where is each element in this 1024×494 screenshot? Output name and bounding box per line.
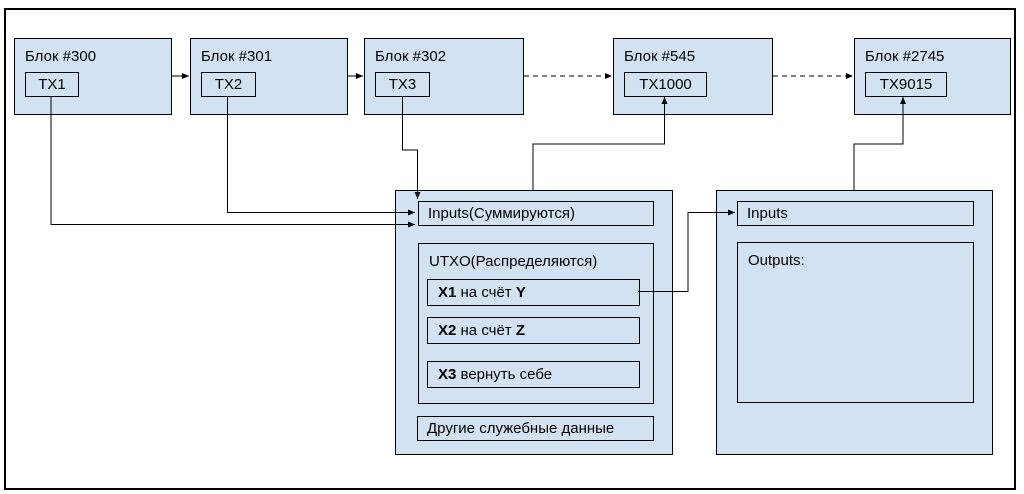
- utxo-amount: X1: [438, 284, 457, 301]
- tx-structure-box: Inputs(Суммируются) UTXO(Распределяются)…: [395, 190, 673, 455]
- block-title: Блок #300: [25, 48, 97, 65]
- tx-label: TX1: [38, 76, 66, 93]
- outputs-label: Outputs:: [748, 252, 805, 269]
- utxo-amount: X2: [438, 322, 457, 339]
- next-tx-box: Inputs Outputs:: [716, 190, 993, 455]
- utxo-amount: X3: [438, 366, 457, 383]
- utxo-row-1: X1 на счёт Y: [427, 279, 640, 306]
- utxo-target: Z: [515, 322, 526, 339]
- service-data-bar: Другие служебные данные: [417, 416, 654, 441]
- utxo-row-3: X3 вернуть себе: [427, 361, 640, 388]
- tx-label: TX9015: [879, 76, 933, 93]
- tx-box: TX1: [25, 72, 79, 97]
- utxo-text: на счёт: [456, 284, 516, 301]
- tx-label: TX1000: [639, 76, 692, 93]
- inputs-bar: Inputs: [737, 201, 974, 226]
- utxo-target: Y: [515, 284, 526, 301]
- block-2745: Блок #2745 TX9015: [854, 38, 1011, 115]
- block-301: Блок #301 TX2: [190, 38, 348, 115]
- utxo-box: UTXO(Распределяются) X1 на счёт Y X2 на …: [418, 243, 654, 404]
- block-title: Блок #545: [624, 48, 696, 65]
- block-title: Блок #2745: [865, 48, 945, 65]
- block-302: Блок #302 TX3: [364, 38, 524, 115]
- tx-box: TX2: [201, 72, 256, 97]
- block-300: Блок #300 TX1: [14, 38, 172, 115]
- utxo-text: вернуть себе: [456, 366, 553, 383]
- outputs-box: Outputs:: [737, 242, 974, 403]
- inputs-bar: Inputs(Суммируются): [418, 201, 654, 226]
- tx-box: TX1000: [624, 72, 707, 97]
- utxo-label: UTXO(Распределяются): [429, 253, 598, 270]
- block-title: Блок #301: [201, 48, 273, 65]
- utxo-row-2: X2 на счёт Z: [427, 317, 640, 344]
- tx-label: TX2: [214, 76, 243, 93]
- block-title: Блок #302: [375, 48, 447, 65]
- tx-box: TX9015: [865, 72, 947, 97]
- block-545: Блок #545 TX1000: [613, 38, 773, 115]
- tx-box: TX3: [375, 72, 430, 97]
- utxo-text: на счёт: [456, 322, 516, 339]
- tx-label: TX3: [388, 76, 417, 93]
